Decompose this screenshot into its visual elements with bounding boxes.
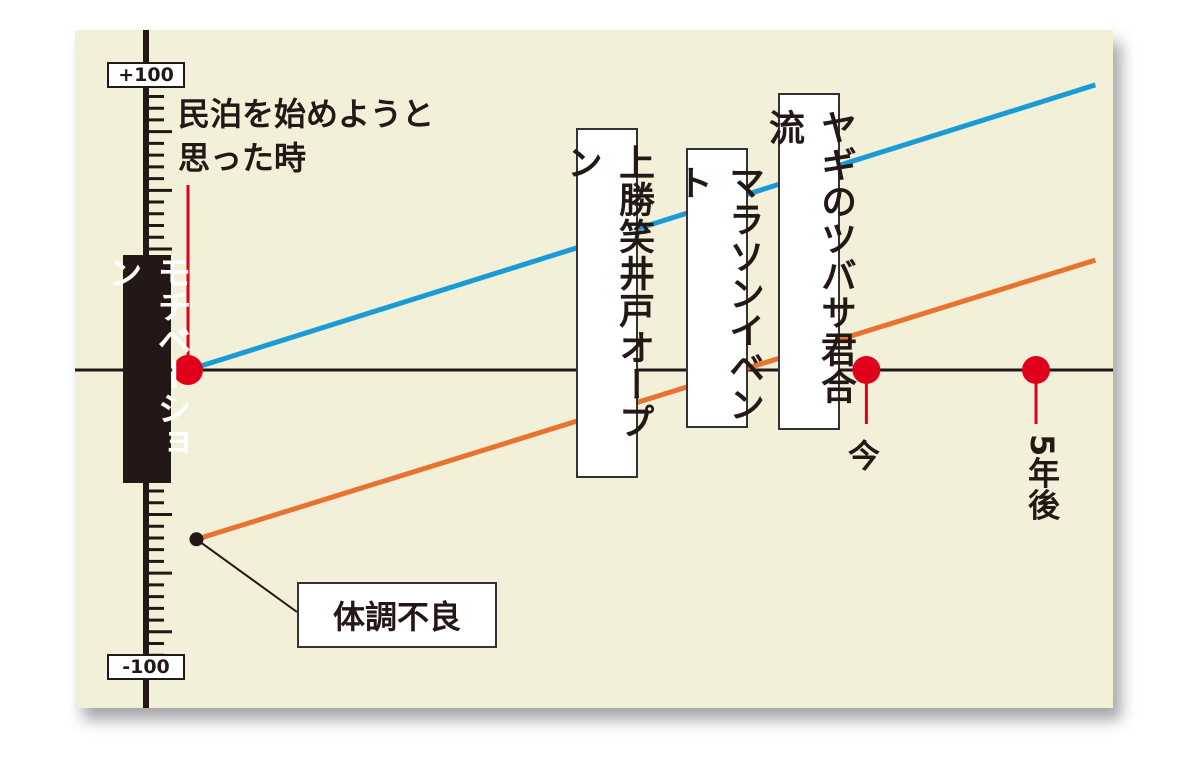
- callout-leader-line: [195, 538, 298, 613]
- event-label-goat: ヤギのツバサ君合流: [763, 93, 856, 430]
- start-label-line1: 民泊を始めようと: [178, 95, 435, 133]
- five-years-label-text: 5年後: [1023, 434, 1061, 521]
- start-label: 民泊を始めようと 思った時: [178, 92, 434, 180]
- event-label-marathon: マラソンイベント: [671, 148, 764, 428]
- y-min-label: -100: [107, 654, 185, 680]
- series-line-blue: [187, 82, 1097, 373]
- series-line-orange: [195, 257, 1097, 542]
- marker-point: [1022, 356, 1050, 384]
- y-axis-label: モチベーション: [102, 255, 191, 483]
- event-label-kamikatsu: 上勝笑井戸オープン: [561, 128, 654, 478]
- marker-point: [852, 356, 881, 384]
- callout-poor-health: 体調不良: [297, 582, 497, 648]
- callout-point: [189, 532, 204, 547]
- start-label-line2: 思った時: [178, 139, 307, 177]
- five-years-label: 5年後: [1020, 434, 1061, 520]
- now-label: 今: [848, 437, 881, 475]
- y-max-label: +100: [107, 62, 185, 88]
- marker-point: [173, 355, 203, 385]
